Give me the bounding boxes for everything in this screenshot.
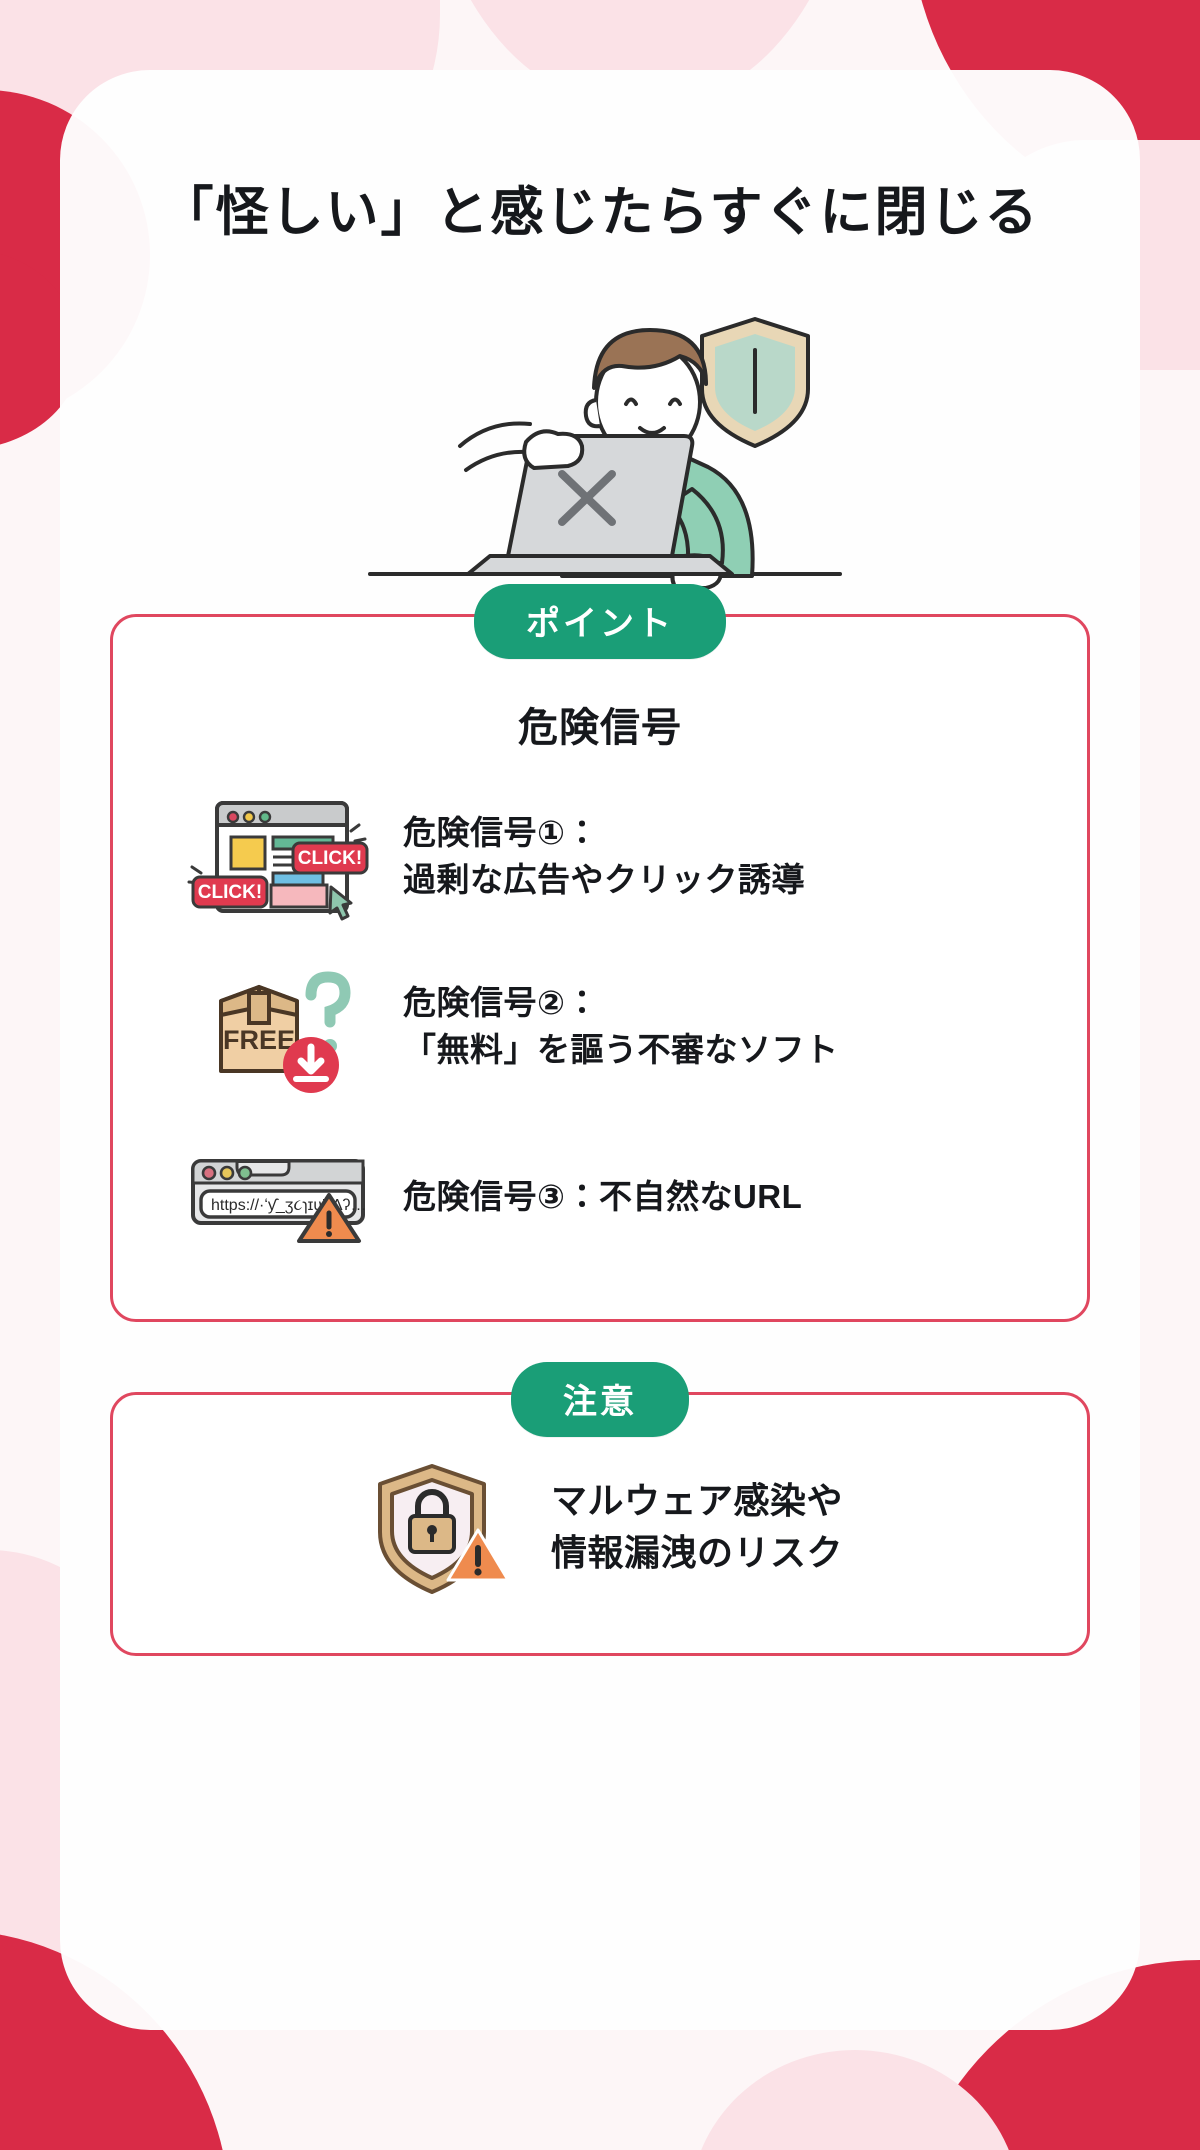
click-badge-left: CLICK! [191,875,269,909]
motion-lines [458,421,532,473]
list-item-line1: 危険信号②： [403,984,599,1022]
cursor-icon [328,885,353,921]
point-card: 危険信号 [110,614,1090,1323]
free-box-download-icon: FREE [177,957,377,1097]
point-badge: ポイント [474,584,726,660]
list-item-line2: 「無料」を謳う不審なソフト [403,1031,839,1069]
list-item-line1: 危険信号③：不自然なURL [403,1177,803,1215]
caution-line1: マルウェア感染や [550,1480,843,1522]
list-item-text: 危険信号②： 「無料」を謳う不審なソフト [403,980,839,1074]
security-shield-icon [700,317,810,449]
person-closing-laptop-illustration [368,317,842,591]
page-title: 「怪しい」と感じたらすぐに閉じる [160,183,1040,242]
question-mark-icon [305,971,351,1028]
caution-line2: 情報漏洩のリスク [550,1532,843,1574]
caution-section: 注意 [110,1362,1090,1657]
browser-with-click-ads-icon: CLICK! CLICK! [177,787,377,927]
list-item-line2: 過剰な広告やクリック誘導 [403,861,805,899]
svg-text:FREE: FREE [223,1025,295,1055]
click-badge-right: CLICK! [291,841,369,875]
warning-triangle-icon [446,1528,510,1582]
point-card-heading: 危険信号 [518,706,682,751]
list-item: CLICK! CLICK! 危険信号①： [177,787,1047,927]
suspicious-url-bar-icon: https://·ʻƴ_ʒ૮ɿɪʋƷΛʔ… [177,1127,377,1267]
list-item: FREE 危険信号②： 「無料」を謳う不審なソフト [177,957,1047,1097]
shield-lock-warning-icon [357,1447,517,1607]
svg-text:CLICK!: CLICK! [198,882,262,903]
list-item-text: 危険信号①： 過剰な広告やクリック誘導 [403,810,805,904]
decor-blob-bottom-right-pink [690,2050,1020,2150]
caution-text: マルウェア感染や 情報漏洩のリスク [551,1475,843,1579]
svg-text:CLICK!: CLICK! [298,848,362,869]
download-badge [283,1037,339,1094]
caution-badge: 注意 [511,1362,689,1438]
url-text: https://·ʻƴ_ʒ૮ɿɪʋƷΛʔ… [211,1197,367,1214]
list-item-line1: 危険信号①： [403,814,599,852]
list-item: https://·ʻƴ_ʒ૮ɿɪʋƷΛʔ… 危険信号③：不自然なURL [177,1127,1047,1267]
point-section: ポイント 危険信号 [110,584,1090,1323]
list-item-text: 危険信号③：不自然なURL [403,1174,802,1221]
warning-triangle-icon [297,1193,361,1244]
hero-illustration [0,284,1200,614]
close-x-mark [558,470,616,527]
